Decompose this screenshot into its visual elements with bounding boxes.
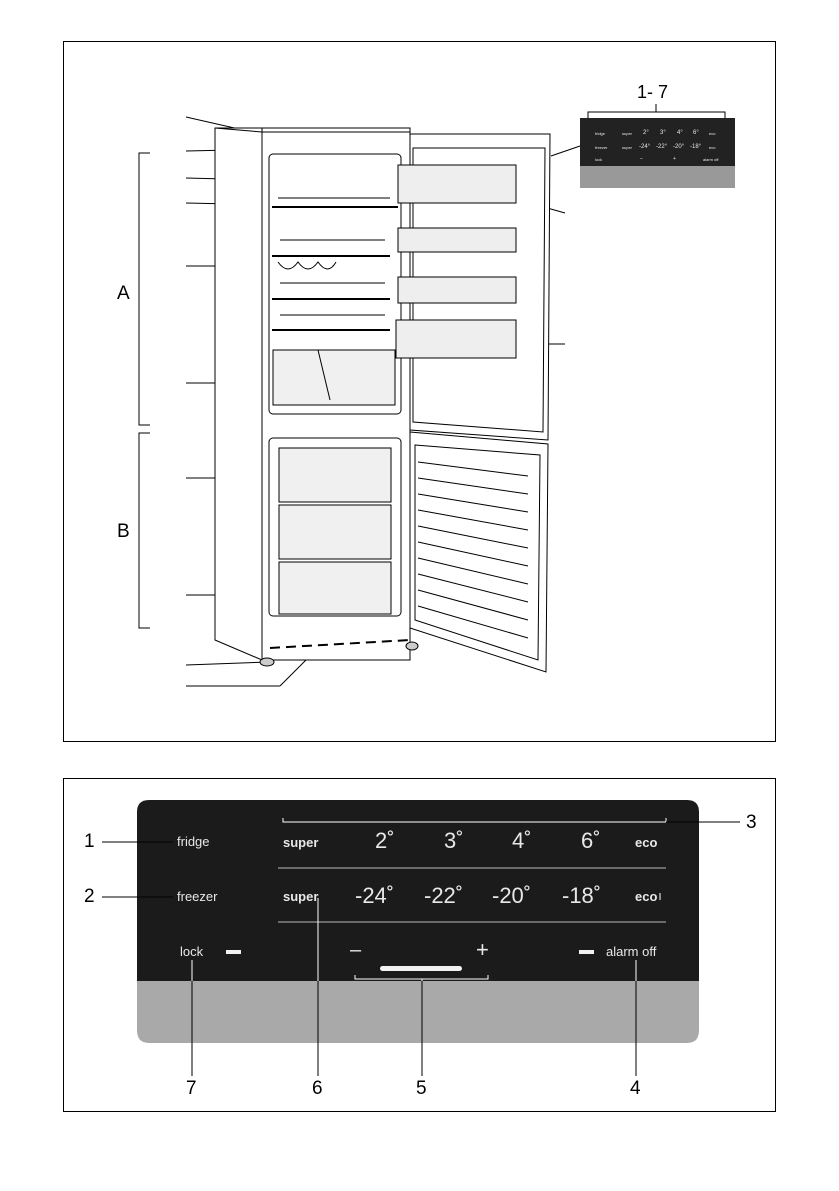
callout-frame-3: [282, 818, 667, 823]
fridge-temp-option[interactable]: 4˚: [512, 828, 532, 853]
fridge-label: fridge: [177, 834, 210, 849]
fridge-temp-option[interactable]: 6˚: [581, 828, 601, 853]
callout-6: 6: [312, 1078, 323, 1099]
fridge-temp-option[interactable]: 3˚: [444, 828, 464, 853]
temperature-slider: [380, 966, 462, 971]
fridge-eco-button[interactable]: eco: [635, 835, 658, 850]
inset-text: –: [640, 156, 643, 162]
inset-text: freezer: [595, 145, 608, 150]
callout-4: 4: [630, 1078, 641, 1099]
minus-button[interactable]: –: [350, 939, 362, 961]
lock-indicator: [226, 950, 241, 954]
inset-text: alarm off: [703, 157, 719, 162]
inset-text: +: [673, 156, 676, 162]
freezer-temp-option[interactable]: -22˚: [424, 883, 464, 908]
crisper-drawer: [272, 349, 396, 406]
bracket-a: [138, 152, 150, 426]
fridge-super-button[interactable]: super: [283, 835, 319, 850]
section-label-b: B: [117, 521, 130, 542]
inset-text: super: [622, 145, 633, 150]
foot: [259, 657, 275, 667]
fridge-temp-option[interactable]: 2˚: [375, 828, 395, 853]
plus-button[interactable]: +: [476, 937, 489, 962]
inset-text: eco: [709, 145, 716, 150]
freezer-super-button[interactable]: super: [283, 889, 319, 904]
alarm-indicator: [579, 950, 594, 954]
inset-text: 2°: [643, 130, 649, 136]
freezer-temp-option[interactable]: -18˚: [562, 883, 602, 908]
lock-button[interactable]: lock: [180, 944, 204, 959]
freezer-drawer-2: [278, 504, 392, 560]
callout-2: 2: [84, 886, 95, 907]
door-shelf-1: [397, 164, 517, 204]
freezer-drawer-1: [278, 447, 392, 503]
callout-5: 5: [416, 1078, 427, 1099]
inset-text: fridge: [595, 131, 606, 136]
inset-text: lock: [595, 157, 603, 162]
inset-text: -22°: [656, 144, 668, 150]
inset-text: 3°: [660, 130, 666, 136]
bracket-b: [138, 432, 150, 629]
freezer-drawer-3: [278, 561, 392, 615]
callout-1: 1: [84, 831, 95, 852]
inset-text: 6°: [693, 130, 699, 136]
inset-callout-label: 1- 7: [637, 82, 669, 102]
bottle-rack: [277, 261, 337, 270]
freezer-eco-button[interactable]: eco: [635, 889, 658, 904]
callout-3: 3: [746, 812, 757, 833]
leader-line: [185, 661, 269, 666]
alarm-off-button[interactable]: alarm off: [606, 944, 657, 959]
inset-text: eco: [709, 131, 716, 136]
fridge-overview-figure: [63, 41, 776, 742]
door-shelf-3: [397, 276, 517, 304]
inset-text: 4°: [677, 130, 683, 136]
freezer-temp-option[interactable]: -20˚: [492, 883, 532, 908]
inset-text: -20°: [673, 144, 685, 150]
panel-dark-area: [137, 800, 699, 981]
foot: [405, 641, 419, 651]
inset-text: -24°: [639, 144, 651, 150]
freezer-door-inner: [414, 444, 541, 661]
door-shelf-2: [397, 227, 517, 253]
freezer-label: freezer: [177, 889, 218, 904]
control-panel-figure: [63, 778, 776, 1112]
callout-7: 7: [186, 1078, 197, 1099]
section-label-a: A: [117, 283, 130, 304]
panel-grey-strip: [137, 981, 699, 1043]
inset-text: super: [622, 131, 633, 136]
leader-line: [550, 145, 581, 157]
freezer-temp-option[interactable]: -24˚: [355, 883, 395, 908]
door-shelf-4: [395, 319, 517, 359]
fridge-illustration: [138, 104, 735, 687]
inset-text: -18°: [690, 144, 702, 150]
